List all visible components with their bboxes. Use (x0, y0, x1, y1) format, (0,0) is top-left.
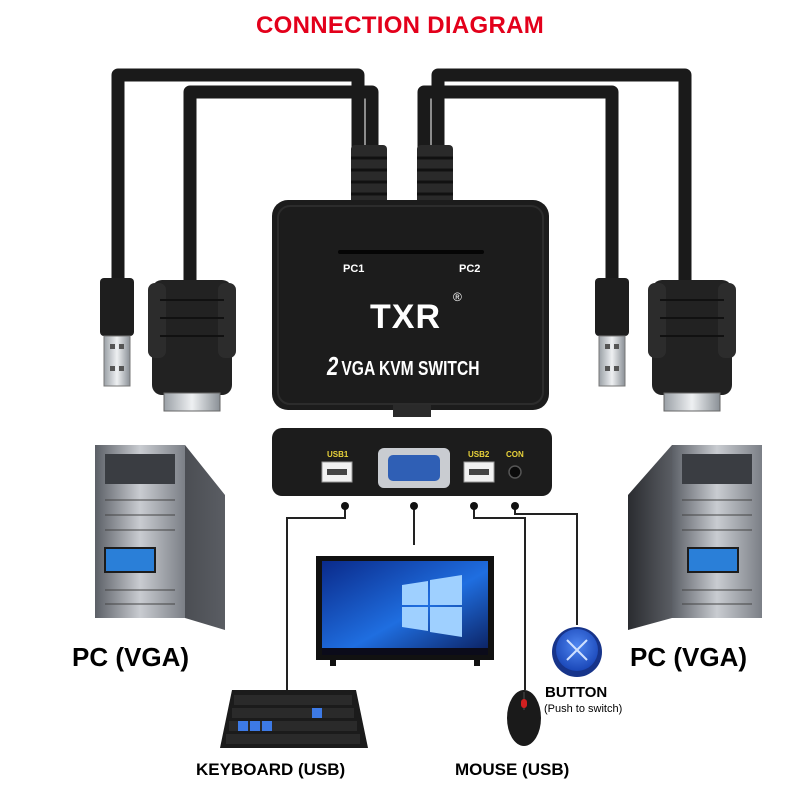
pc2-label: PC2 (459, 263, 481, 275)
pc-tower-right (628, 445, 762, 630)
button-label: BUTTON (545, 684, 608, 701)
button-hint: (Push to switch) (544, 703, 623, 715)
mouse-icon (507, 690, 541, 746)
diagram-title: CONNECTION DIAGRAM (255, 12, 545, 39)
vga-plug-right (648, 280, 736, 412)
usb-plug-right (595, 278, 629, 387)
pc-right-label: PC (VGA) (630, 642, 747, 672)
monitor-icon (316, 556, 494, 666)
port-label-usb2: USB2 (468, 450, 490, 459)
left-cable (111, 68, 379, 289)
vga-plug-left (148, 280, 236, 412)
port-count: 2 (327, 351, 339, 381)
right-cable (417, 68, 692, 289)
kvm-front-panel (272, 428, 552, 496)
port-label-usb1: USB1 (327, 450, 349, 459)
registered-mark: ® (453, 290, 462, 304)
keyboard-icon (220, 690, 368, 748)
push-button-icon (552, 627, 602, 677)
strain-relief-right (417, 145, 453, 207)
product-title: VGA KVM SWITCH (341, 358, 480, 380)
pc1-label: PC1 (343, 263, 365, 275)
pc-left-label: PC (VGA) (72, 642, 189, 672)
port-label-con: CON (506, 450, 524, 459)
pc-tower-left (95, 445, 225, 630)
usb-plug-left (100, 278, 134, 387)
mouse-label: MOUSE (USB) (455, 760, 570, 779)
strain-relief-left (351, 145, 387, 207)
keyboard-label: KEYBOARD (USB) (196, 760, 346, 779)
brand-logo: TXR (370, 298, 441, 336)
